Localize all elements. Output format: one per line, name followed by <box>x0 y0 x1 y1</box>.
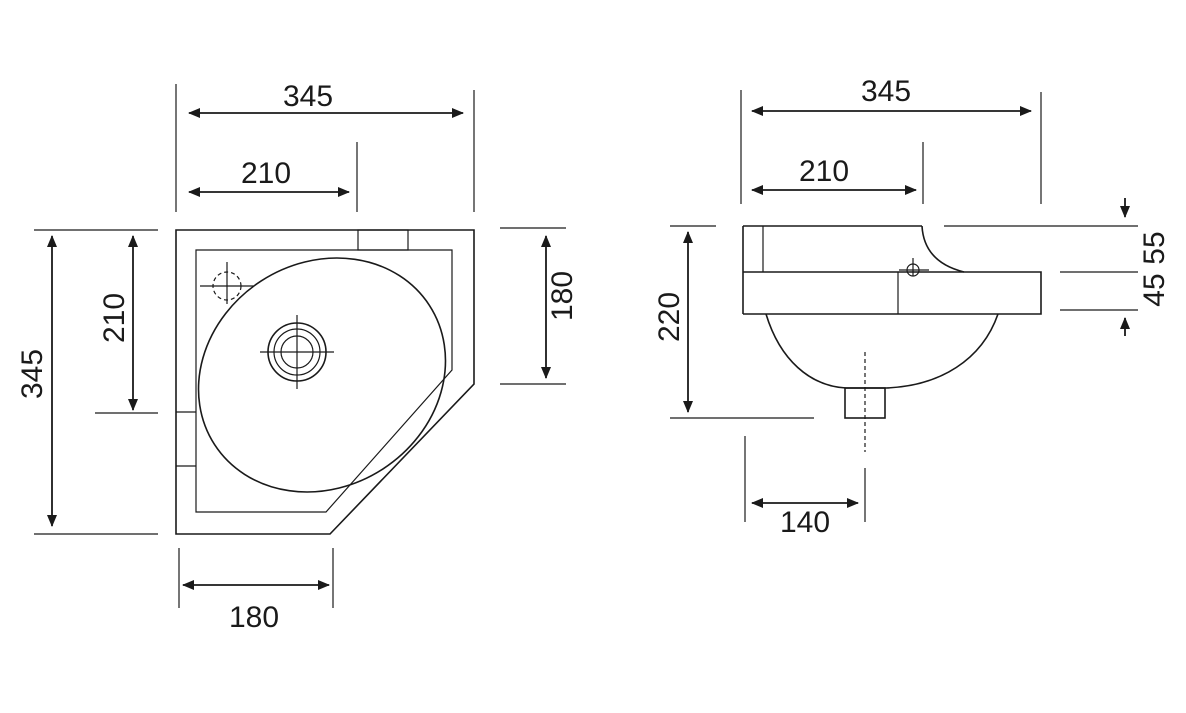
dim-label-side-inner-width: 210 <box>799 155 849 188</box>
rim-curve <box>921 225 965 273</box>
tap-marker-icon <box>899 258 929 277</box>
basin-outer-outline <box>175 229 475 535</box>
dim-label-right-edge: 180 <box>546 271 579 321</box>
side-view: 345 210 220 140 55 45 <box>653 75 1171 539</box>
dim-label-drain-offset: 140 <box>780 506 830 539</box>
drain-icon <box>260 315 334 389</box>
dim-label-bottom-edge: 180 <box>229 601 279 634</box>
slab-outline <box>743 271 1042 315</box>
dim-label-rim-bottom: 45 <box>1138 273 1171 306</box>
dim-label-overall-depth: 345 <box>16 349 49 399</box>
basin-inner-rim <box>195 249 453 513</box>
top-view: 345 210 345 210 180 180 <box>16 80 579 634</box>
tap-hole-icon <box>200 262 254 304</box>
dim-label-rim-top: 55 <box>1138 231 1171 264</box>
dim-label-overall-width: 345 <box>283 80 333 113</box>
overflow-slot <box>357 229 409 251</box>
dim-label-height: 220 <box>653 292 686 342</box>
bowl-profile <box>765 313 999 389</box>
bowl-ellipse <box>197 257 447 493</box>
dim-label-side-width: 345 <box>861 75 911 108</box>
dim-label-inner-width: 210 <box>241 157 291 190</box>
dim-label-inner-depth: 210 <box>98 293 131 343</box>
